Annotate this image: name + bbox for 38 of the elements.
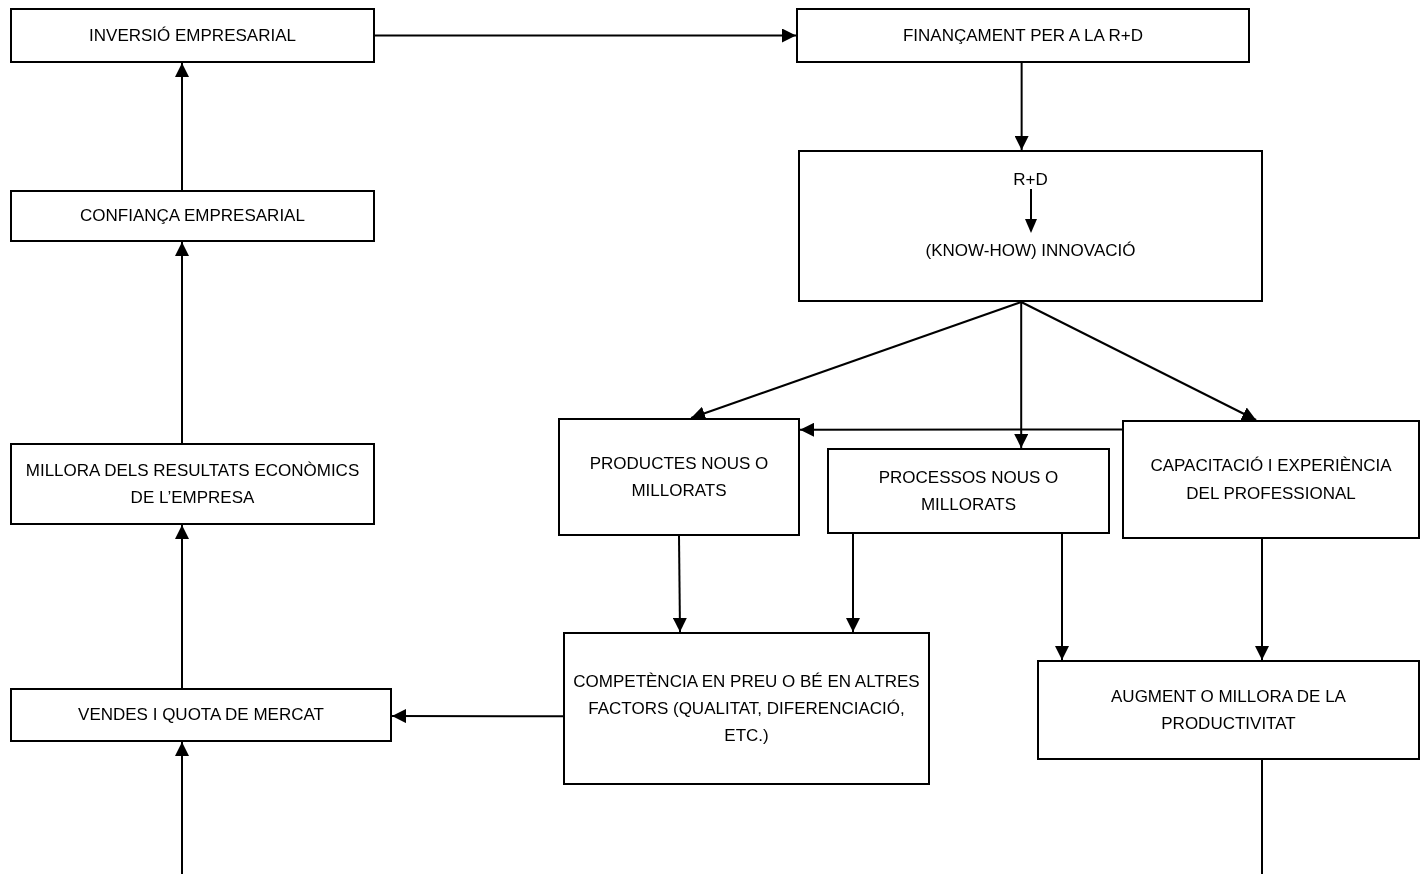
process-box xyxy=(10,688,392,742)
box-label: VENDES I QUOTA DE MERCAT xyxy=(78,704,324,727)
arrow xyxy=(690,301,1023,420)
arrow xyxy=(175,241,189,444)
box-label: AUGMENT O MILLORA DE LA PRODUCTIVITAT xyxy=(1110,685,1347,735)
process-box xyxy=(796,8,1250,63)
process-box xyxy=(10,190,375,242)
box-label: PRODUCTES NOUS O MILLORATS xyxy=(588,452,770,502)
arrow xyxy=(799,422,1123,437)
arrow xyxy=(846,533,860,633)
arrow xyxy=(374,28,797,43)
process-box xyxy=(563,632,930,785)
process-box xyxy=(10,8,375,63)
process-box xyxy=(1037,660,1420,760)
arrow xyxy=(1255,538,1269,661)
box-label: COMPETÈNCIA EN PREU O BÉ EN ALTRES FACTORS (QUALITAT, DIFERENCIACIÓ, ETC.) xyxy=(573,670,920,748)
process-box xyxy=(1122,420,1420,539)
arrow xyxy=(175,741,189,874)
process-box xyxy=(10,443,375,525)
arrow xyxy=(175,524,189,689)
process-box xyxy=(798,150,1263,302)
arrow xyxy=(1014,62,1029,151)
box-label: MILLORA DELS RESULTATS ECONÒMICS DE L’EMPRESA xyxy=(24,459,361,509)
box-label: CONFIANÇA EMPRESARIAL xyxy=(80,205,305,228)
arrow xyxy=(1020,301,1258,421)
box-label: INVERSIÓ EMPRESARIAL xyxy=(89,24,296,47)
arrow xyxy=(391,709,564,724)
box-label: FINANÇAMENT PER A LA R+D xyxy=(902,24,1144,47)
box-label: CAPACITACIÓ I EXPERIÈNCIA DEL PROFESSIONAL xyxy=(1149,455,1393,505)
process-box xyxy=(558,418,800,536)
arrow xyxy=(672,535,687,633)
process-box xyxy=(827,448,1110,534)
box-label: R+D xyxy=(1013,169,1048,191)
box-label: PROCESSOS NOUS O MILLORATS xyxy=(877,466,1060,516)
arrow xyxy=(1055,533,1069,661)
arrow xyxy=(175,62,189,191)
arrow xyxy=(1014,301,1029,449)
box-label: (KNOW-HOW) INNOVACIÓ xyxy=(925,240,1136,263)
